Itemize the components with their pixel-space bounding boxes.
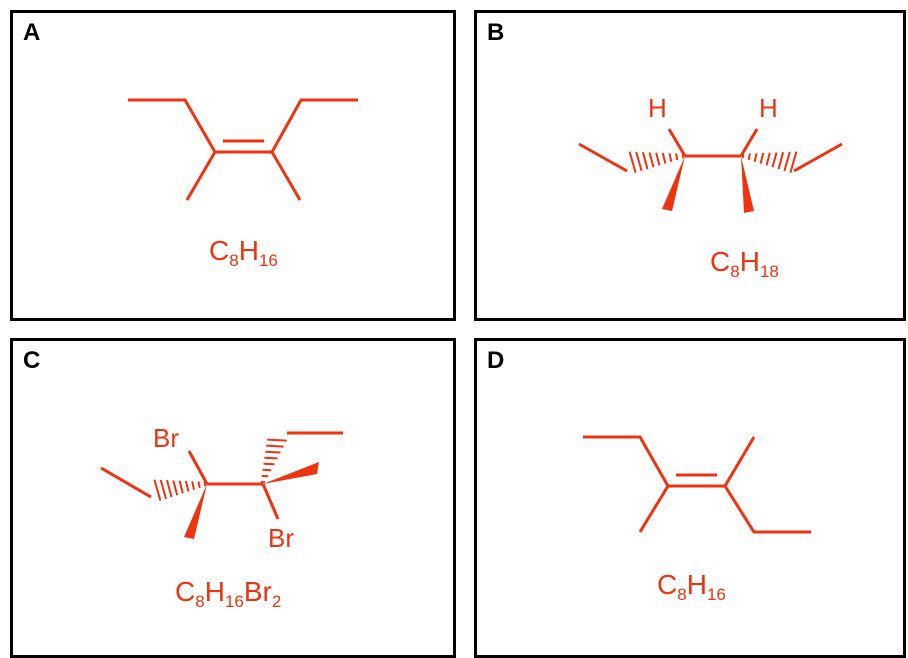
skeletal-bonds-a — [128, 100, 358, 200]
formula-subscript: 8 — [730, 262, 739, 281]
hash-bond — [636, 152, 641, 171]
formula-element: C — [209, 235, 229, 266]
wedge-bond — [263, 462, 319, 484]
formula-subscript: 8 — [229, 251, 238, 270]
hash-bond — [670, 153, 672, 162]
atom-br: Br — [153, 423, 179, 453]
structure-a — [13, 13, 453, 318]
hash-bond — [264, 464, 275, 465]
bond-to-h — [669, 129, 685, 156]
hash-bond — [199, 482, 200, 488]
hash-bond — [180, 481, 183, 494]
hash-bond — [263, 470, 272, 471]
hash-bond — [650, 153, 654, 168]
bond — [725, 486, 811, 532]
formula-subscript: 8 — [195, 592, 204, 611]
hash-bond — [663, 153, 666, 164]
hash-bond — [761, 153, 764, 164]
panel-a: A C8H16 — [10, 10, 456, 321]
formula-subscript: 8 — [677, 585, 686, 604]
hash-bond — [161, 480, 166, 499]
bond-to-h — [741, 129, 757, 156]
wedge-bond — [741, 156, 754, 213]
hash-bond — [767, 153, 770, 166]
formula-element: H — [205, 576, 225, 607]
hash-bond — [167, 480, 172, 497]
wedge-bond — [184, 484, 207, 539]
panel-d: D C8H16 — [474, 338, 906, 658]
bond — [725, 437, 754, 486]
hash-bond — [264, 458, 277, 459]
formula-subscript: 18 — [760, 262, 779, 281]
bond — [272, 100, 358, 152]
hash-bond — [749, 154, 750, 160]
bond-to-br — [263, 484, 278, 519]
atom-br: Br — [268, 523, 294, 553]
formula-subscript: 2 — [272, 592, 281, 611]
formula-d: C8H16 — [657, 569, 726, 605]
formula-c: C8H16Br2 — [175, 576, 281, 612]
hash-bond — [630, 152, 636, 173]
wedge-bond — [662, 156, 685, 211]
hash-bond — [173, 481, 177, 496]
bond — [101, 468, 151, 497]
hash-bond — [755, 153, 757, 162]
atom-h: H — [759, 93, 778, 123]
hash-bond — [779, 152, 784, 169]
panel-b: B H H C8 — [474, 10, 906, 321]
hash-bond — [656, 153, 659, 166]
formula-element: H — [687, 569, 707, 600]
bond — [583, 437, 668, 486]
hash-bond — [784, 152, 789, 171]
bond — [187, 152, 215, 200]
bond — [272, 152, 300, 200]
formula-element: C — [175, 576, 195, 607]
formula-element: C — [710, 246, 730, 277]
hash-bond — [186, 481, 189, 492]
hash-bond — [265, 452, 280, 453]
formula-b: C8H18 — [710, 246, 779, 282]
hash-bond — [192, 481, 194, 490]
formula-subscript: 16 — [707, 585, 726, 604]
hash-bond — [154, 480, 160, 501]
panel-c: C Br Br C8H16Br — [10, 338, 456, 658]
hash-bond — [643, 152, 648, 169]
bond — [794, 144, 842, 171]
bond-to-br — [189, 451, 207, 484]
hash-bond — [676, 154, 677, 160]
formula-element: H — [239, 235, 259, 266]
bond — [128, 100, 215, 152]
hash-bond — [267, 440, 287, 441]
formula-element: H — [740, 246, 760, 277]
bond — [640, 486, 668, 532]
formula-element: C — [657, 569, 677, 600]
bond — [579, 144, 627, 171]
formula-element: Br — [244, 576, 272, 607]
formula-subscript: 16 — [259, 251, 278, 270]
structure-b: H H — [477, 13, 903, 318]
hash-bond — [773, 153, 777, 168]
atom-h: H — [648, 93, 667, 123]
hash-bond — [266, 446, 283, 447]
formula-subscript: 16 — [225, 592, 244, 611]
formula-a: C8H16 — [209, 235, 278, 271]
